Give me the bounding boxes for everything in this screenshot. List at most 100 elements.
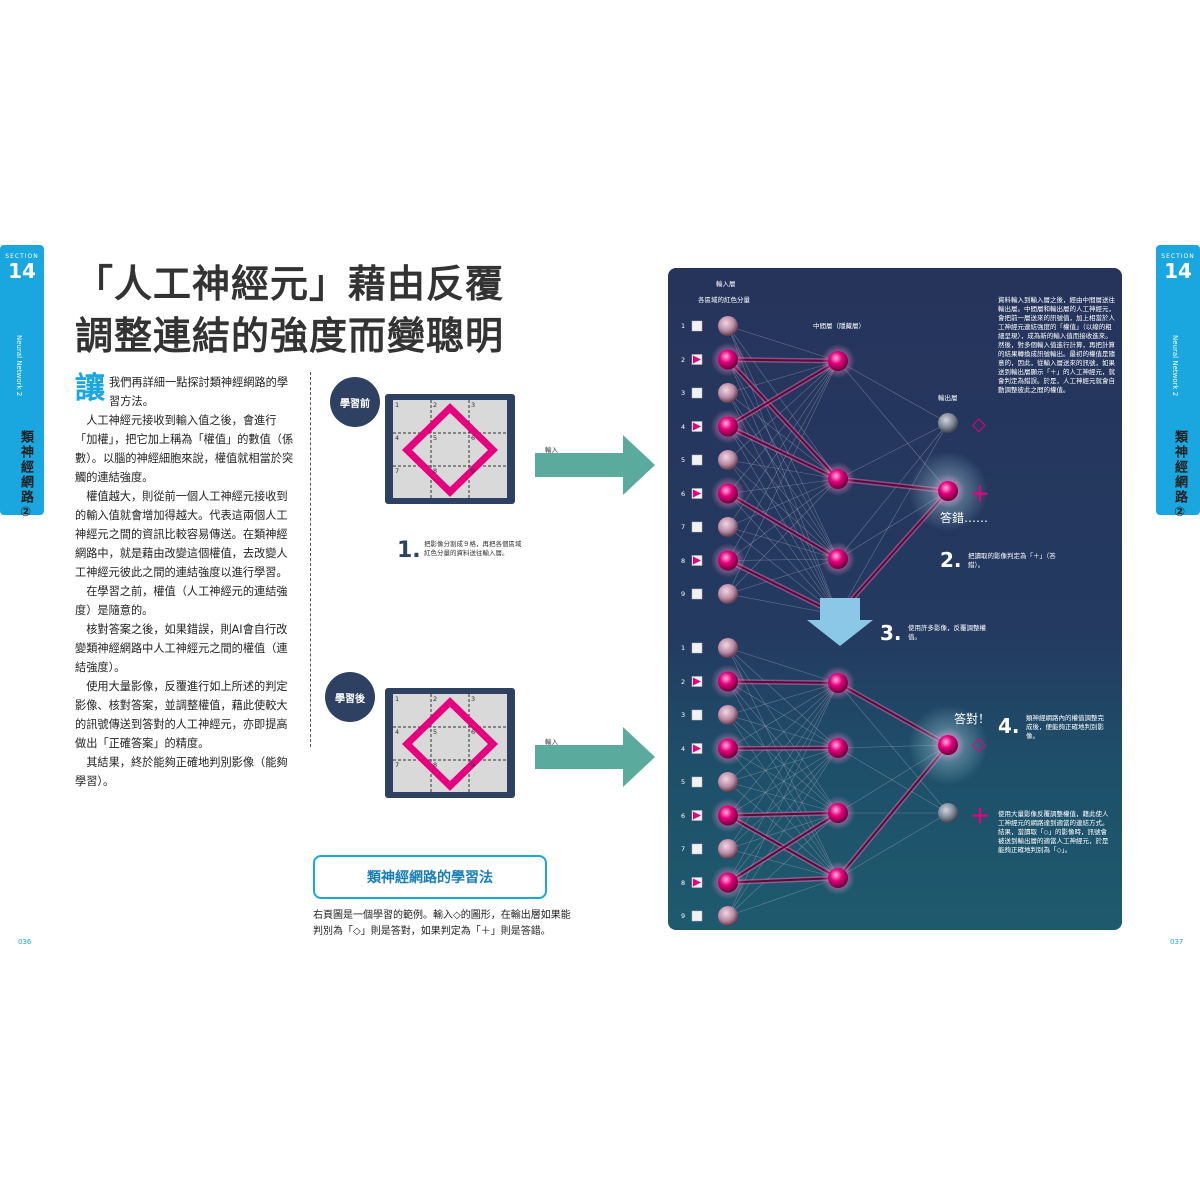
grid-cell-number: 9 [471, 761, 476, 769]
weight-line [837, 422, 949, 616]
input-neuron [718, 872, 738, 893]
output-layer-title: 輸出層 [938, 394, 958, 402]
row-number: 4 [681, 422, 686, 431]
weight-line [727, 682, 839, 917]
step2-text: 把讀取的影像判定為「＋」（答錯）。 [968, 552, 1056, 569]
body-text: 讓 我們再詳細一點探討類神經網路的學習方法。 人工神經元接收到輸入值之後，會進行… [75, 373, 297, 791]
weight-line [727, 682, 839, 883]
weight-line [727, 459, 839, 616]
row-number: 5 [681, 456, 686, 464]
input-neuron [718, 383, 738, 403]
grid-cell-number: 1 [395, 695, 400, 703]
weight-line [727, 812, 839, 850]
weight-line [727, 325, 839, 480]
grid-cell-number: 5 [433, 434, 438, 442]
weight-line [727, 392, 839, 560]
side-title-left: 類神經網路② [18, 430, 33, 522]
section-english: Neural Network 2 [1171, 335, 1179, 397]
region-thumbnail [691, 642, 703, 654]
input-neuron [718, 550, 738, 571]
wrong-label: 答錯…… [940, 511, 989, 525]
grid-cell-number: 2 [433, 695, 438, 703]
input-neuron [718, 638, 738, 658]
grid-cell-number: 8 [433, 761, 438, 769]
step3-text: 使用許多影像，反覆調整權值。 [908, 624, 986, 641]
grid-cell-number: 3 [471, 695, 476, 703]
section-english: Neural Network 2 [15, 335, 23, 397]
input-neuron [718, 805, 738, 826]
section-number: 14 [1164, 259, 1192, 283]
weight-line [727, 360, 839, 461]
grid-cell-number: 6 [471, 434, 476, 442]
grid-cell-number: 7 [395, 761, 400, 769]
body-paragraph: 使用大量影像，反覆進行如上所述的判定影像、核對答案，並調整權值，藉此使較大的訊號… [75, 680, 288, 750]
before-grid-svg [393, 400, 507, 498]
top-description: 資料輸入到輸入層之後，經由中間層送往輸出層。中間層和輸出層的人工神經元，會把前一… [998, 296, 1115, 394]
section-tab-left: SECTION 14 Neural Network 2 [0, 245, 44, 515]
input-neuron [718, 316, 738, 336]
bottom-description: 使用大量影像反覆調整權值，藉此使人工神經元的網路達到適當的連結方式。結果，當讀取… [998, 810, 1109, 854]
side-title-right: 類神經網路② [1172, 430, 1187, 522]
plus-icon: ＋ [970, 804, 990, 828]
weight-line [837, 422, 949, 560]
weight-line [727, 781, 839, 814]
weight-line [727, 682, 839, 716]
weight-line [727, 459, 839, 480]
grid-cell-number: 7 [395, 467, 400, 475]
weight-line [727, 359, 839, 560]
row-number: 6 [681, 811, 686, 820]
weight-line [727, 426, 839, 616]
row-number: 8 [681, 878, 686, 887]
region-thumbnail [691, 320, 703, 332]
weight-line [837, 422, 949, 480]
column-divider [310, 372, 311, 747]
body-paragraph: 其結果，終於能夠正確地判別影像（能夠學習）。 [75, 756, 288, 788]
hidden-neuron [828, 868, 848, 888]
row-number: 1 [681, 322, 686, 330]
hidden-layer-title: 中間層（隱藏層） [813, 322, 865, 330]
figure-caption: 右頁圖是一個學習的範例。輸入◇的圖形，在輸出層如果能判別為「◇」則是答對，如果判… [313, 910, 571, 937]
weight-line [727, 493, 839, 616]
region-thumbnail [691, 709, 703, 721]
grid-cell-number: 1 [395, 401, 400, 409]
input-neuron [718, 738, 738, 759]
weight-line [727, 359, 839, 616]
region-red-mark [693, 744, 701, 753]
body-paragraph: 在學習之前，權值（人工神經元的連結強度）是隨意的。 [75, 585, 288, 617]
row-number: 2 [681, 355, 686, 364]
strong-weight-line [727, 812, 839, 817]
weight-line [727, 848, 839, 879]
input-neuron [718, 705, 738, 725]
right-arrow-icon [535, 727, 655, 787]
row-number: 7 [681, 845, 686, 853]
diamond-icon: ◇ [972, 414, 986, 435]
region-red-mark [693, 811, 701, 820]
input-layer-subtitle: 各區域的紅色分量 [698, 296, 750, 304]
hidden-neuron [828, 673, 848, 693]
strong-weight-line [727, 680, 839, 684]
strong-weight-line [727, 747, 839, 750]
weight-line [727, 360, 839, 595]
input-neuron [718, 584, 738, 604]
region-red-mark [693, 677, 701, 686]
weight-line [727, 478, 839, 561]
hidden-neuron [828, 549, 848, 569]
weight-line [727, 392, 839, 616]
weight-line [727, 426, 839, 560]
page-title: 「人工神經元」藉由反覆 調整連結的強度而變聰明 [75, 258, 504, 362]
page-number-right: 037 [1170, 938, 1184, 946]
weight-line [837, 812, 949, 879]
after-image-grid: 1 2 3 4 5 6 7 8 9 [385, 688, 515, 798]
before-badge: 學習前 [330, 377, 380, 427]
weight-line [727, 681, 839, 749]
correct-label: 答對！ [954, 712, 991, 726]
region-thumbnail [691, 843, 703, 855]
row-number: 3 [681, 711, 686, 719]
grid-cell-number: 4 [395, 728, 400, 736]
weight-line [727, 325, 839, 616]
output-neuron [938, 481, 958, 501]
after-badge: 學習後 [325, 672, 375, 722]
weight-line [727, 714, 839, 749]
title-line-2: 調整連結的強度而變聰明 [75, 314, 505, 358]
neural-network-diagram: 輸入層 各區域的紅色分量 中間層（隱藏層） 輸出層 資料輸入到輸入層之後，經由中… [668, 268, 1122, 930]
